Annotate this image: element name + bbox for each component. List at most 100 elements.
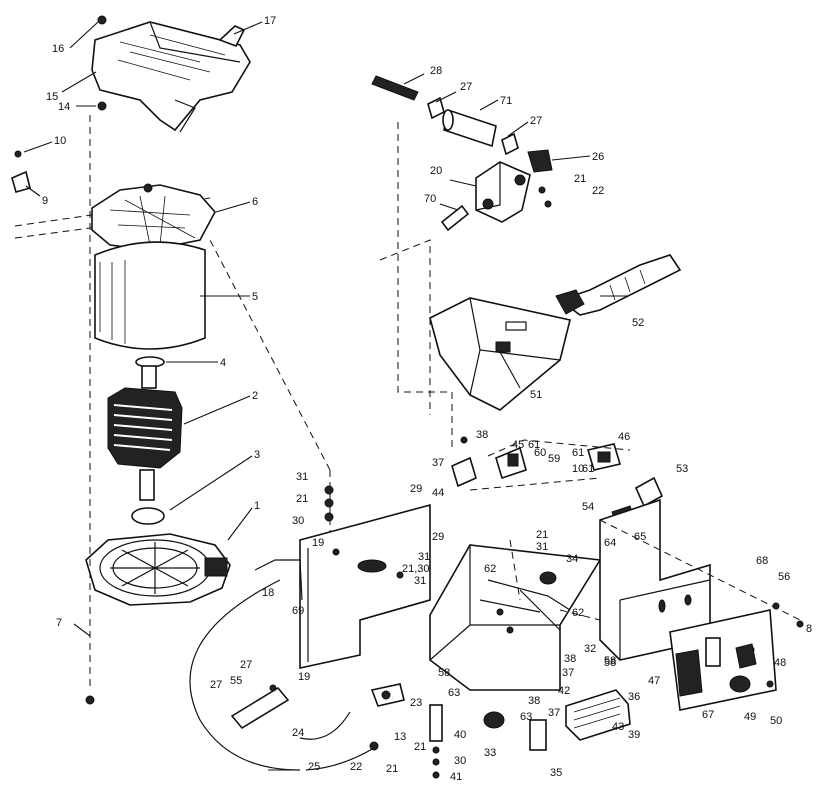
part-label-37: 37 [432, 457, 444, 469]
part-label-51: 51 [530, 389, 542, 401]
part-label-23: 23 [410, 697, 422, 709]
part-label-62: 62 [484, 563, 496, 575]
part-label-43: 43 [612, 721, 624, 733]
part-label-10: 10 [54, 135, 66, 147]
part-label-5: 5 [252, 291, 258, 303]
part-label-38: 38 [476, 429, 488, 441]
part-label-6: 6 [252, 196, 258, 208]
part-label-39: 39 [628, 729, 640, 741]
part-label-21: 21 [574, 173, 586, 185]
gauge-part [729, 675, 751, 693]
part-label-63: 63 [520, 711, 532, 723]
part-label-27: 27 [460, 81, 472, 93]
part-label-58: 58 [604, 657, 616, 669]
part-label-15: 15 [46, 91, 58, 103]
part-label-71: 71 [500, 95, 512, 107]
knob-part [735, 643, 757, 669]
control-box-part [565, 689, 631, 741]
part-label-60: 60 [534, 447, 546, 459]
part-label-9: 9 [42, 195, 48, 207]
part-label-44: 44 [432, 487, 444, 499]
part-label-61: 61 [572, 447, 584, 459]
part-label-58: 58 [438, 667, 450, 679]
reservoir-part [483, 711, 505, 729]
part-label-67: 67 [702, 709, 714, 721]
part-label-32: 32 [584, 643, 596, 655]
part-label-18: 18 [262, 587, 274, 599]
part-label-21: 21 [536, 529, 548, 541]
screw-part [14, 150, 22, 158]
part-label-1: 1 [254, 500, 260, 512]
part-label-37: 37 [548, 707, 560, 719]
part-label-3: 3 [254, 449, 260, 461]
part-label-38: 38 [528, 695, 540, 707]
leader-lines [23, 21, 628, 637]
fitting-part [440, 204, 470, 232]
part-label-21-30: 21,30 [402, 563, 430, 575]
part-label-27: 27 [530, 115, 542, 127]
base-plate-part [85, 533, 231, 606]
fan-housing-part [91, 183, 216, 251]
part-label-49: 49 [744, 711, 756, 723]
part-label-22: 22 [350, 761, 362, 773]
gasket-part [501, 132, 519, 156]
tube-part [371, 75, 419, 101]
part-label-21: 21 [386, 763, 398, 775]
gasket-part [427, 96, 445, 120]
part-label-25: 25 [308, 761, 320, 773]
part-label-22: 22 [592, 185, 604, 197]
regulator-part [529, 719, 547, 751]
part-label-69: 69 [292, 605, 304, 617]
armature-part [107, 387, 183, 501]
bushing-part [634, 476, 664, 508]
part-label-45: 45 [512, 439, 524, 451]
valve-part [429, 704, 443, 779]
part-label-27: 27 [240, 659, 252, 671]
part-label-70: 70 [424, 193, 436, 205]
part-label-36: 36 [628, 691, 640, 703]
terminal-part [451, 436, 477, 488]
part-label-41: 41 [450, 771, 462, 783]
mounting-bracket-part [299, 503, 431, 669]
part-label-40: 40 [454, 729, 466, 741]
part-label-24: 24 [292, 727, 304, 739]
part-label-46: 46 [618, 431, 630, 443]
part-label-21: 21 [414, 741, 426, 753]
part-label-61: 61 [582, 463, 594, 475]
part-label-29: 29 [432, 531, 444, 543]
part-label-33: 33 [484, 747, 496, 759]
part-label-64: 64 [604, 537, 616, 549]
part-label-20: 20 [430, 165, 442, 177]
part-label-30: 30 [292, 515, 304, 527]
part-label-54: 54 [582, 501, 594, 513]
part-label-48: 48 [774, 657, 786, 669]
bearing-part [131, 507, 165, 525]
part-label-17: 17 [264, 15, 276, 27]
screw-part [97, 15, 107, 25]
part-label-61: 61 [528, 439, 540, 451]
part-label-59: 59 [548, 453, 560, 465]
part-label-65: 65 [634, 531, 646, 543]
part-label-2: 2 [252, 390, 258, 402]
manifold-block-part [475, 161, 531, 223]
part-label-58: 58 [604, 655, 616, 667]
part-label-14: 14 [58, 101, 70, 113]
label-plate-part [675, 649, 703, 697]
clip-part [11, 170, 31, 193]
part-label-52: 52 [632, 317, 644, 329]
part-label-21: 21 [296, 493, 308, 505]
part-label-55: 55 [230, 675, 242, 687]
tray-part [429, 297, 571, 411]
switch-part [495, 446, 527, 480]
part-label-16: 16 [52, 43, 64, 55]
part-label-31: 31 [536, 541, 548, 553]
part-label-56: 56 [778, 571, 790, 583]
screw-part [97, 101, 107, 111]
part-label-19: 19 [298, 671, 310, 683]
part-label-28: 28 [430, 65, 442, 77]
part-label-4: 4 [220, 357, 226, 369]
part-label-63: 63 [448, 687, 460, 699]
part-label-50: 50 [770, 715, 782, 727]
part-label-53: 53 [676, 463, 688, 475]
